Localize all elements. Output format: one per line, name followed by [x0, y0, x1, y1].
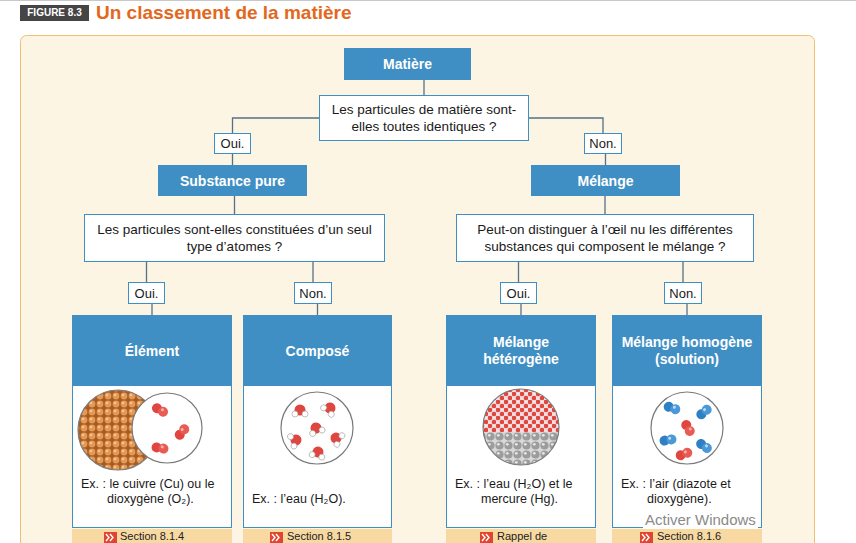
node-text: Non. [669, 286, 696, 301]
connector-line [151, 304, 152, 315]
figure-number: FIGURE 8.3 [20, 5, 89, 21]
connector-line [686, 304, 687, 315]
node-text: Oui. [135, 286, 159, 301]
copper-lattice [78, 390, 158, 470]
node-text: Non. [299, 286, 326, 301]
node-text: Matière [383, 56, 432, 72]
node-text: Mélange [577, 173, 633, 189]
illustration-space [447, 386, 595, 477]
class-card: Mélange hétérogèneEx. : l’eau (H₂O) et l… [446, 315, 596, 528]
illustration-space [244, 386, 391, 492]
section-tabs [72, 529, 762, 543]
question-box: Peut-on distinguer à l’œil nu les différ… [456, 214, 754, 262]
tab-icons [104, 532, 653, 543]
connector-line [423, 80, 424, 95]
card-heading: Composé [244, 316, 391, 386]
figure-tag [20, 5, 89, 21]
water-molecules [281, 392, 353, 464]
example-text: Ex. : l’eau (H₂O) et le mercure (Hg). [447, 477, 595, 527]
top-rule [0, 0, 856, 1]
node-text: Peut-on distinguer à l’œil nu les différ… [467, 221, 743, 255]
tab-chevrons [106, 534, 649, 541]
node-text: Substance pure [180, 173, 285, 189]
connector-line [605, 154, 606, 165]
connector-line [682, 262, 683, 282]
card-heading: Mélange homogène (solution) [613, 316, 761, 386]
category-box: Substance pure [158, 165, 307, 196]
node-text: Oui. [507, 286, 531, 301]
category-box: Mélange [531, 165, 680, 196]
illustration-space [613, 386, 761, 477]
node-text: Les particules de matière sont-elles tou… [330, 101, 518, 135]
answer-box: Oui. [500, 282, 537, 304]
example-text: Ex. : l’eau (H₂O). [244, 492, 391, 527]
category-box: Matière [344, 48, 471, 80]
answer-box: Oui. [214, 133, 251, 154]
dioxygen-zoom [132, 393, 202, 463]
section-reference: Rappel de [497, 530, 547, 542]
node-text: Non. [589, 136, 616, 151]
class-card: ComposéEx. : l’eau (H₂O). [243, 315, 392, 528]
connector-line [146, 262, 147, 282]
node-text: Les particules sont-elles constituées d’… [95, 221, 374, 255]
class-card: Mélange homogène (solution)Ex. : l’air (… [612, 315, 762, 528]
section-reference: Section 8.1.4 [120, 530, 184, 542]
question-box: Les particules sont-elles constituées d’… [84, 214, 385, 262]
answer-box: Non. [664, 282, 702, 304]
illustration-space [73, 386, 231, 477]
section-reference: Section 8.1.6 [657, 530, 721, 542]
panel [21, 36, 815, 543]
class-card: ÉlémentEx. : le cuivre (Cu) ou le dioxyg… [72, 315, 232, 528]
example-text: Ex. : le cuivre (Cu) ou le dioxygène (O₂… [73, 477, 231, 527]
figure-title: Un classement de la matière [96, 2, 352, 24]
card-heading: Élément [73, 316, 231, 386]
node-text: Oui. [221, 136, 245, 151]
connector-line [518, 262, 519, 282]
connector-line [233, 118, 320, 133]
os-watermark: Activer Windows [643, 511, 758, 529]
connector-line [234, 196, 235, 214]
answer-box: Non. [294, 282, 332, 304]
section-reference: Section 8.1.5 [287, 530, 351, 542]
air-molecules [651, 392, 723, 464]
connector-line [232, 154, 233, 165]
connector-line [604, 196, 605, 214]
water-mercury-mixture [480, 386, 562, 472]
connector-line [529, 118, 603, 133]
answer-box: Non. [584, 133, 622, 154]
question-box: Les particules de matière sont-elles tou… [319, 95, 529, 141]
connector-line [520, 304, 521, 315]
card-heading: Mélange hétérogène [447, 316, 595, 386]
answer-box: Oui. [128, 282, 165, 304]
connector-line [317, 304, 318, 315]
connector-line [312, 262, 313, 282]
